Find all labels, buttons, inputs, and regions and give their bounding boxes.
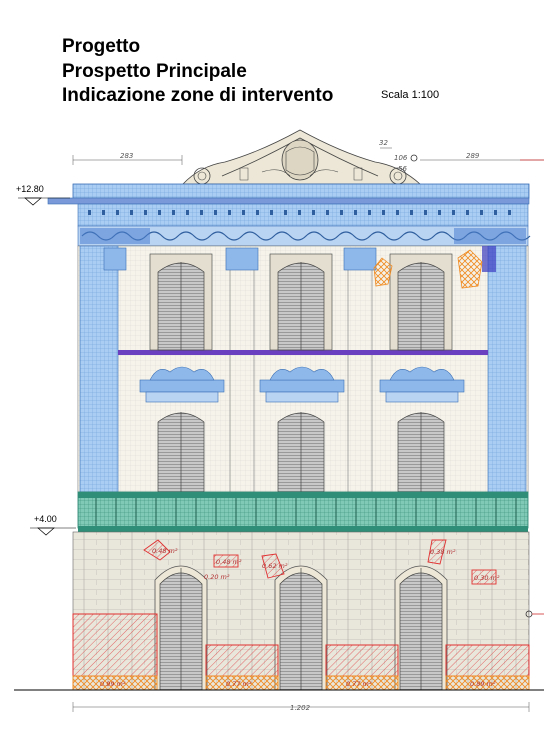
- cornice-zone: [47, 183, 531, 247]
- red-panel-left: [72, 613, 158, 677]
- top-dimension-lines: 283 289 32 106 56: [72, 139, 544, 173]
- plinth-right-area: 0.89 m²: [470, 680, 496, 688]
- window-pediment-left: [139, 366, 225, 403]
- crest-ornament: [182, 129, 422, 185]
- door-left: [154, 565, 208, 691]
- balcony-zone: [77, 491, 529, 550]
- plinth-center-area: 0.77 m²: [346, 680, 372, 688]
- window-pediment-right: [379, 366, 465, 403]
- svg-text:0.30 m²: 0.30 m²: [474, 574, 500, 582]
- bottom-dimension: 1.202: [72, 702, 530, 712]
- svg-text:0.48 m²: 0.48 m²: [152, 547, 178, 555]
- level-mid-label: +4.00: [34, 514, 57, 524]
- dim-crest-c: 56: [398, 165, 407, 173]
- red-zone-4: 0.38 m²: [427, 539, 456, 565]
- svg-text:0.62 m²: 0.62 m²: [262, 562, 288, 570]
- window-pediment-center: [259, 366, 345, 403]
- title-line-3: Indicazione zone di intervento: [62, 85, 334, 106]
- svg-text:0.20 m²: 0.20 m²: [204, 573, 230, 581]
- middle-window-left: [157, 412, 205, 493]
- plinth-zone: 0.99 m² 0.77 m² 0.77 m² 0.89 m²: [72, 675, 530, 691]
- ground-floor: 0.48 m² 0.48 m² 0.62 m² 0.38 m² 0.30 m² …: [14, 531, 544, 691]
- level-marker-mid: +4.00: [30, 514, 76, 536]
- dim-right-top: 289: [466, 152, 480, 160]
- dim-crest-b: 106: [394, 154, 408, 162]
- target-marker-icon: [410, 154, 418, 162]
- middle-window-center: [277, 412, 325, 493]
- svg-text:0.48 m²: 0.48 m²: [216, 558, 242, 566]
- red-panel-mid-left: [205, 644, 279, 677]
- upper-facade: [77, 245, 529, 493]
- dim-crest-a: 32: [379, 139, 388, 147]
- dim-left-top: 283: [120, 152, 133, 160]
- string-course-band: [118, 350, 488, 355]
- upper-window-right: [389, 253, 453, 351]
- middle-window-right: [397, 412, 445, 493]
- level-marker-top: +12.80: [16, 184, 70, 206]
- title-line-2: Prospetto Principale: [62, 61, 247, 82]
- red-zone-3: 0.62 m²: [261, 553, 288, 579]
- orange-zone-upper-2: [457, 249, 483, 289]
- plinth-left-area: 0.99 m²: [100, 680, 126, 688]
- red-zone-2: 0.48 m²: [213, 554, 242, 568]
- red-zone-5: 0.30 m²: [471, 569, 500, 585]
- upper-window-left: [149, 253, 213, 351]
- red-zone-1: 0.48 m²: [143, 539, 178, 561]
- orange-zone-upper-1: [373, 257, 393, 287]
- title-line-1: Progetto: [62, 36, 141, 57]
- upper-window-center: [269, 253, 333, 351]
- scale-label: Scala 1:100: [381, 89, 440, 101]
- red-zone-6: 0.20 m²: [204, 573, 230, 581]
- dim-bottom-total: 1.202: [290, 704, 311, 712]
- plinth-mid-area: 0.77 m²: [226, 680, 252, 688]
- door-center: [274, 565, 328, 691]
- red-panel-right: [445, 644, 530, 677]
- level-top-label: +12.80: [16, 184, 44, 194]
- svg-text:0.38 m²: 0.38 m²: [430, 548, 456, 556]
- door-right: [394, 565, 448, 691]
- red-panel-mid-right: [325, 644, 399, 677]
